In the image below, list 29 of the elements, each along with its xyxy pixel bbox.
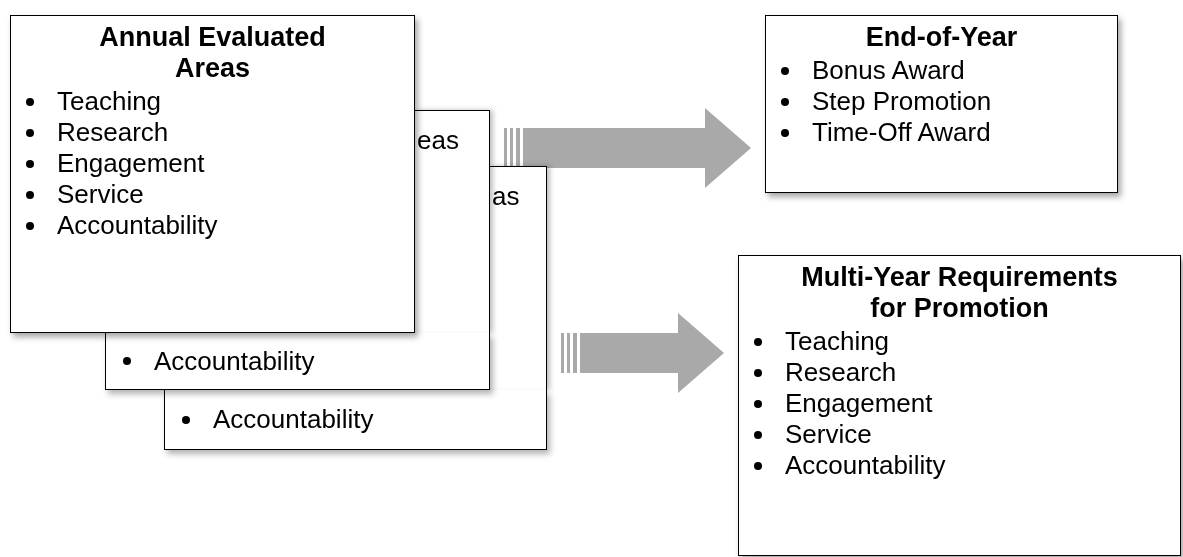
list-item: Teaching [785, 326, 890, 357]
box-heading: eas [416, 124, 460, 156]
list-item: Research [785, 357, 897, 388]
list-item: Accountability [154, 345, 315, 377]
box-heading: Multi-Year Requirements for Promotion [800, 262, 1119, 324]
text-box [164, 390, 547, 450]
list-item: Accountability [213, 404, 374, 435]
list-item: Accountability [785, 450, 946, 481]
box-heading: as [491, 180, 521, 212]
box-heading: Annual Evaluated Areas [98, 22, 327, 84]
list-item: Service [57, 179, 144, 210]
block-arrow [561, 313, 724, 393]
text-box [10, 15, 415, 333]
text-box [738, 255, 1181, 556]
text-box [765, 15, 1118, 193]
text-box [415, 110, 490, 333]
list-item: Time-Off Award [812, 117, 991, 148]
text-box [105, 333, 490, 390]
block-arrow [504, 108, 751, 188]
box-heading: End-of-Year [864, 22, 1019, 53]
list-item: Engagement [57, 148, 205, 179]
list-item: Bonus Award [812, 55, 965, 86]
list-item: Service [785, 419, 872, 450]
text-box [490, 166, 547, 390]
list-item: Teaching [57, 86, 162, 117]
list-item: Research [57, 117, 169, 148]
list-item: Step Promotion [812, 86, 992, 117]
list-item: Accountability [57, 210, 218, 241]
list-item: Engagement [785, 388, 933, 419]
